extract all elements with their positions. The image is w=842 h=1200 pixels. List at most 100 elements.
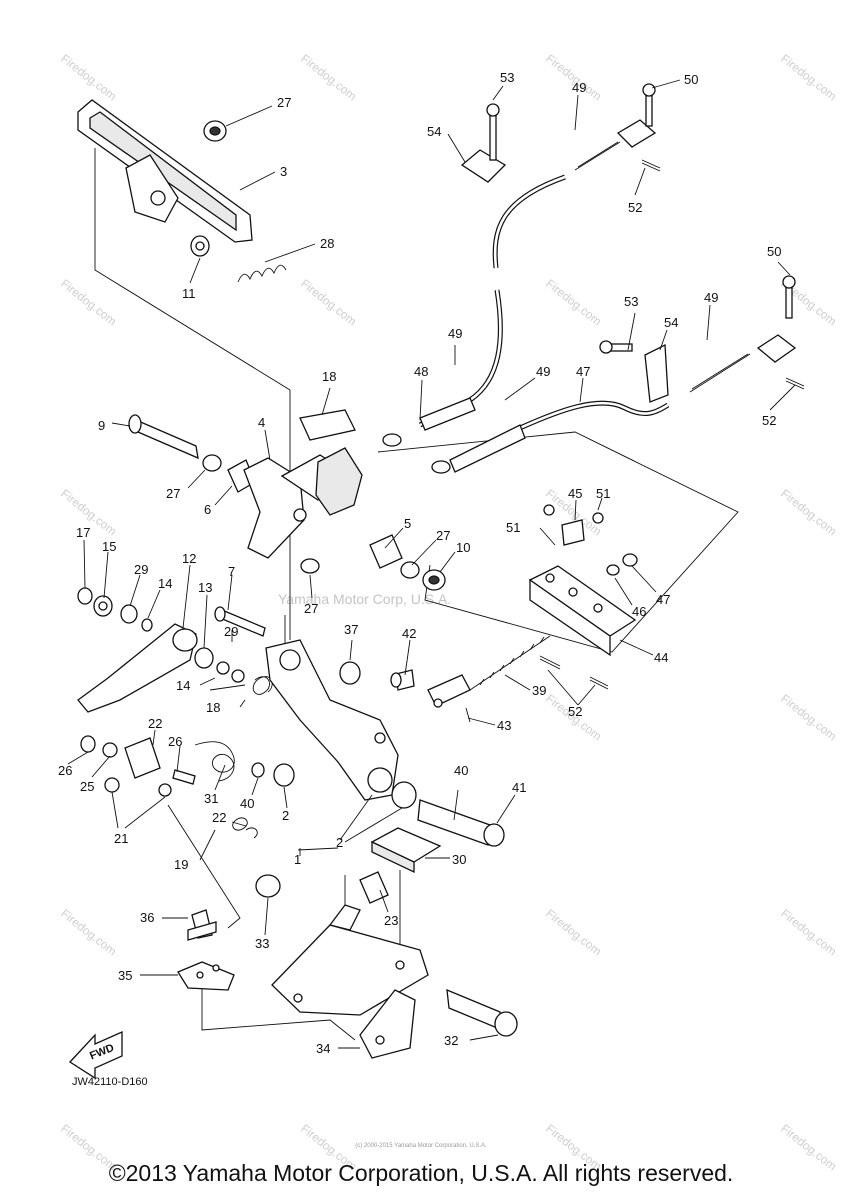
callout-label: 49 [704, 290, 718, 305]
callout-label: 2 [282, 808, 289, 823]
callout-label: 49 [448, 326, 462, 341]
leader-lines [67, 79, 796, 1049]
callout-label: 12 [182, 551, 196, 566]
brake-cables [382, 119, 797, 474]
cable-brackets [460, 83, 796, 403]
callout-label: 28 [320, 236, 334, 251]
callout-label: 10 [456, 540, 470, 555]
watermark-text: Firedog.com [543, 276, 604, 328]
callout-label: 22 [212, 810, 226, 825]
watermark-text: Firedog.com [778, 906, 839, 958]
watermark-text: Firedog.com [298, 51, 359, 103]
callout-label: 49 [572, 80, 586, 95]
callout-label: 29 [134, 562, 148, 577]
left-washers [77, 587, 153, 632]
callout-label: 1 [294, 852, 301, 867]
callout-label: 26 [168, 734, 182, 749]
callout-label: 46 [632, 604, 646, 619]
callout-label: 18 [322, 369, 336, 384]
callout-label: 19 [174, 857, 188, 872]
callout-label: 15 [102, 539, 116, 554]
callout-label: 52 [568, 704, 582, 719]
bracket-assembly [243, 409, 446, 591]
callout-label: 6 [204, 502, 211, 517]
callout-label: 22 [148, 716, 162, 731]
callout-label: 47 [576, 364, 590, 379]
callout-label: 54 [664, 315, 678, 330]
lever-arm [77, 623, 245, 713]
callout-label: 42 [402, 626, 416, 641]
callout-label: 26 [58, 763, 72, 778]
pivot-shaft [128, 414, 256, 493]
main-lever [265, 639, 399, 801]
callout-label: 7 [228, 564, 235, 579]
callout-label: 32 [444, 1033, 458, 1048]
callout-label: 44 [654, 650, 668, 665]
callout-label: 45 [568, 486, 582, 501]
callout-label: 3 [280, 164, 287, 179]
callout-label: 21 [114, 831, 128, 846]
copyright-notice: ©2013 Yamaha Motor Corporation, U.S.A. A… [108, 1160, 734, 1186]
callout-label: 37 [344, 622, 358, 637]
callout-label: 34 [316, 1041, 330, 1056]
callout-label: 2 [336, 835, 343, 850]
drawing-code: JW42110-D160 [72, 1076, 148, 1088]
watermark-text: Firedog.com [58, 906, 119, 958]
fwd-arrow: FWD [68, 1030, 123, 1080]
callout-label: 35 [118, 968, 132, 983]
watermark-text: Firedog.com [543, 51, 604, 103]
callout-label: 43 [497, 718, 511, 733]
callout-label: 18 [206, 700, 220, 715]
callout-label: 54 [427, 124, 441, 139]
callout-label: 13 [198, 580, 212, 595]
callout-label: 31 [204, 791, 218, 806]
callout-label: 50 [767, 244, 781, 259]
pedal-hardware [190, 120, 287, 283]
micro-notice: (c) 2000-2015 Yamaha Motor Corporation, … [355, 1143, 487, 1149]
callout-label: 49 [536, 364, 550, 379]
callout-label: 27 [166, 486, 180, 501]
linkage-parts [80, 735, 258, 929]
callout-label: 51 [506, 520, 520, 535]
return-spring [209, 606, 273, 695]
callout-label: 5 [404, 516, 411, 531]
center-watermark: Yamaha Motor Corp, U.S.A. [278, 591, 451, 607]
callout-label: 11 [182, 286, 196, 301]
callout-label: 17 [76, 525, 90, 540]
callout-label: 52 [628, 200, 642, 215]
callout-label: 39 [532, 683, 546, 698]
callout-label: 48 [414, 364, 428, 379]
callout-label: 30 [452, 852, 466, 867]
callout-label: 41 [512, 780, 526, 795]
callout-label: 36 [140, 910, 154, 925]
callout-label: 14 [176, 678, 190, 693]
callout-label: 4 [258, 415, 265, 430]
callout-label: 40 [454, 763, 468, 778]
callout-label: 51 [596, 486, 610, 501]
brake-pad [370, 827, 442, 874]
callout-label: 40 [240, 796, 254, 811]
watermark-text: Firedog.com [778, 486, 839, 538]
watermark-text: Firedog.com [58, 276, 119, 328]
watermark-text: Firedog.com [543, 906, 604, 958]
callout-label: 27 [436, 528, 450, 543]
callout-labels: 27 3 11 28 53 49 54 50 52 50 53 54 49 52… [58, 70, 781, 1056]
callout-label: 9 [98, 418, 105, 433]
callout-label: 53 [500, 70, 514, 85]
watermark-text: Firedog.com [58, 51, 119, 103]
adjust-rod [390, 635, 551, 708]
watermark-text: Firedog.com [778, 51, 839, 103]
watermark-text: Firedog.com [778, 691, 839, 743]
callout-label: 23 [384, 913, 398, 928]
watermark-text: Firedog.com [298, 276, 359, 328]
callout-label: 27 [304, 601, 318, 616]
pivot-sleeve [251, 762, 505, 847]
callout-label: 29 [224, 624, 238, 639]
callout-label: 47 [656, 592, 670, 607]
callout-label: 33 [255, 936, 269, 951]
callout-label: 53 [624, 294, 638, 309]
cable-block [528, 504, 638, 657]
base-bracket [177, 871, 518, 1059]
brake-pedal [77, 99, 253, 243]
